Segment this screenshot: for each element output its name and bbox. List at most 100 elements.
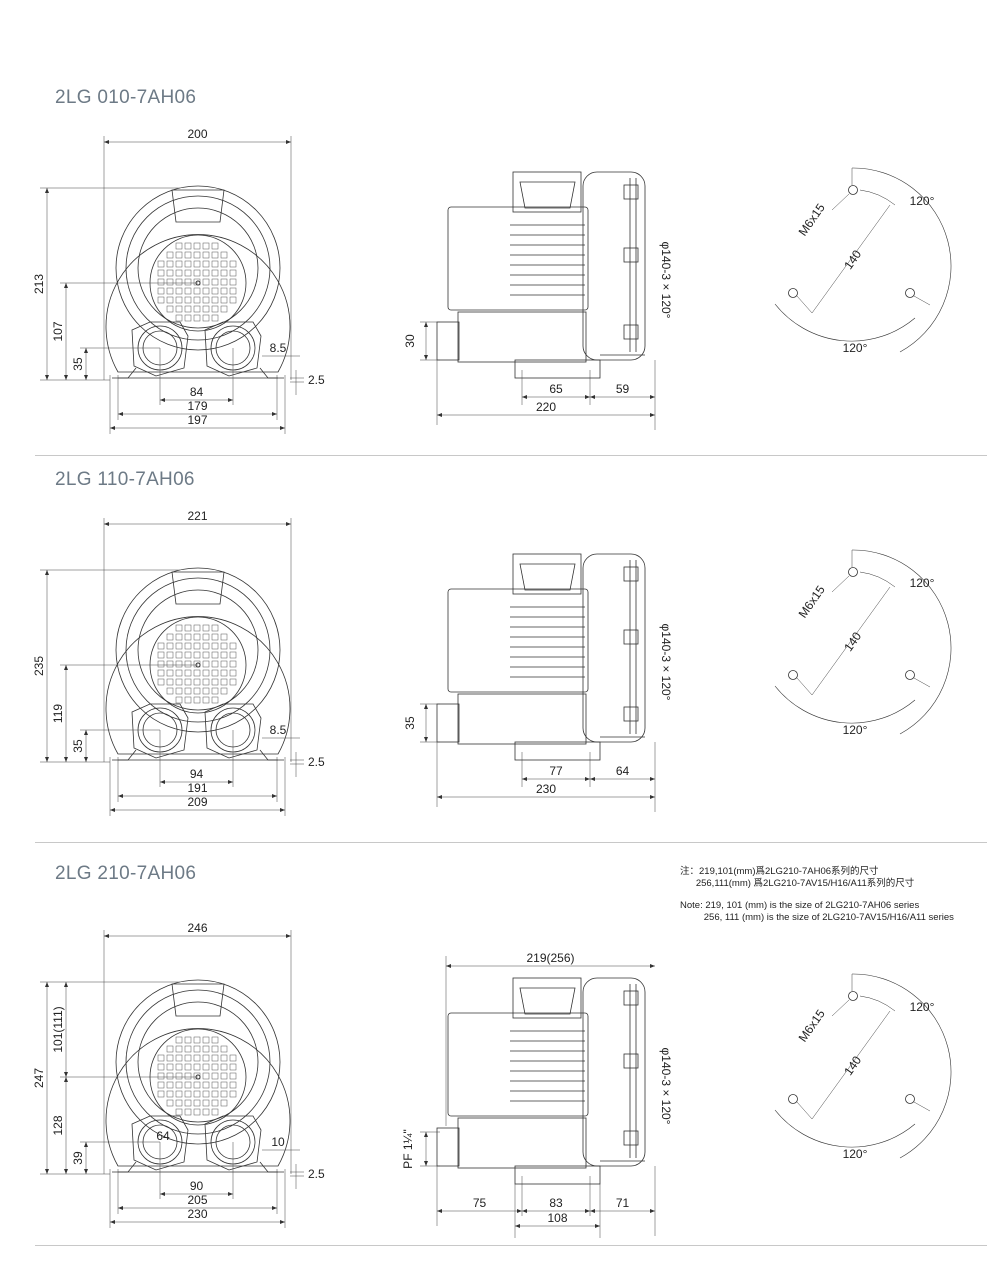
grille-slot bbox=[229, 260, 237, 268]
grille-slot bbox=[220, 287, 228, 295]
dim-a: 65 bbox=[549, 382, 563, 396]
grille-slot bbox=[211, 242, 219, 250]
dimension-arrow bbox=[84, 1169, 88, 1174]
inlet-flange bbox=[131, 321, 189, 377]
dim-mount-inner: 191 bbox=[187, 781, 207, 795]
dimension-arrow bbox=[84, 1142, 88, 1147]
angle-label: 120° bbox=[910, 1000, 935, 1014]
dimension-arrow bbox=[84, 375, 88, 380]
dimension-arrow bbox=[522, 777, 527, 781]
grille-slot bbox=[193, 1108, 201, 1116]
flange-clamp bbox=[623, 629, 639, 645]
grille-slot bbox=[229, 1072, 237, 1080]
dimension-arrow bbox=[585, 395, 590, 399]
grille-slot bbox=[220, 1081, 228, 1089]
grille-slot bbox=[220, 260, 228, 268]
dimension-arrow bbox=[595, 1224, 600, 1228]
dimension-arrow bbox=[104, 522, 109, 526]
grille-slot bbox=[193, 642, 201, 650]
line bbox=[913, 1101, 931, 1112]
grille-slot bbox=[220, 1072, 228, 1080]
dimension-arrow bbox=[590, 1209, 595, 1213]
grille-slot bbox=[211, 269, 219, 277]
grille-slot bbox=[202, 1108, 210, 1116]
grille-slot bbox=[211, 696, 219, 704]
dim-b: 64 bbox=[616, 764, 630, 778]
grille-slot bbox=[202, 1099, 210, 1107]
bolt-spec: M6x15 bbox=[796, 201, 828, 239]
dimension-arrow bbox=[64, 1169, 68, 1174]
dimension-arrow bbox=[515, 1224, 520, 1228]
dimension-arrow bbox=[84, 348, 88, 353]
inlet-pipe bbox=[436, 321, 460, 361]
grille-slot bbox=[211, 1036, 219, 1044]
dim-thickness: 2.5 bbox=[308, 1167, 325, 1181]
angle-arc bbox=[774, 685, 916, 724]
dim-slot: 8.5 bbox=[270, 723, 287, 737]
terminal-cover bbox=[519, 563, 576, 591]
grille-slot bbox=[175, 242, 183, 250]
dim-center: 119 bbox=[51, 704, 65, 723]
grille-slot bbox=[229, 269, 237, 277]
grille-slot bbox=[175, 642, 183, 650]
divider bbox=[35, 455, 987, 456]
grille-slot bbox=[193, 624, 201, 632]
grille-slot bbox=[202, 314, 210, 322]
dimension-arrow bbox=[64, 1077, 68, 1082]
grille-slot bbox=[166, 687, 174, 695]
terminal-box bbox=[512, 171, 582, 213]
dimension-arrow bbox=[424, 1161, 428, 1166]
line bbox=[811, 1010, 891, 1120]
grille-slot bbox=[220, 1090, 228, 1098]
dim-center: 128 bbox=[51, 1115, 65, 1135]
grille-slot bbox=[211, 1045, 219, 1053]
dim-mount-inner: 179 bbox=[187, 399, 207, 413]
dimension-arrow bbox=[424, 355, 428, 360]
pcd-value: 140 bbox=[841, 247, 864, 272]
dimension-arrow bbox=[118, 1206, 123, 1210]
grille-slot bbox=[220, 251, 228, 259]
housing-ring bbox=[115, 567, 281, 733]
bolt-spec: M6x15 bbox=[796, 1007, 828, 1045]
bolt-hole bbox=[848, 567, 858, 577]
dim-a: 77 bbox=[549, 764, 563, 778]
grille-slot bbox=[184, 305, 192, 313]
dim-mount-inner: 205 bbox=[187, 1193, 207, 1207]
grille-slot bbox=[157, 669, 165, 677]
line bbox=[831, 193, 850, 211]
grille-slot bbox=[202, 633, 210, 641]
outlet-housing bbox=[457, 1117, 587, 1169]
grille-slot bbox=[175, 1054, 183, 1062]
grille-slot bbox=[157, 651, 165, 659]
dim-total-length: 230 bbox=[536, 782, 556, 796]
grille-slot bbox=[220, 278, 228, 286]
note-en-1: Note: 219, 101 (mm) is the size of 2LG21… bbox=[680, 900, 920, 911]
fan-housing bbox=[582, 553, 646, 743]
dimension-arrow bbox=[118, 412, 123, 416]
grille-slot bbox=[202, 242, 210, 250]
line bbox=[796, 677, 813, 696]
grille-slot bbox=[202, 287, 210, 295]
bolt-spec: M6x15 bbox=[796, 583, 828, 621]
grille-slot bbox=[193, 269, 201, 277]
grille-slot bbox=[229, 1054, 237, 1062]
grille-slot bbox=[211, 678, 219, 686]
line bbox=[811, 586, 891, 696]
grille-slot bbox=[202, 1090, 210, 1098]
dimension-arrow bbox=[424, 1132, 428, 1137]
dimension-arrow bbox=[585, 777, 590, 781]
grille-slot bbox=[220, 687, 228, 695]
note-zh-1: 注：219,101(mm)爲2LG210-7AH06系列的尺寸 bbox=[680, 866, 879, 877]
grille-slot bbox=[220, 660, 228, 668]
inlet-flange bbox=[204, 1115, 262, 1171]
dimension-arrow bbox=[228, 780, 233, 784]
dimension-arrow bbox=[272, 1206, 277, 1210]
grille-slot bbox=[220, 296, 228, 304]
dimension-arrow bbox=[650, 395, 655, 399]
dim-base: 108 bbox=[547, 1211, 567, 1225]
grille-slot bbox=[166, 296, 174, 304]
dim-width: 200 bbox=[187, 127, 207, 141]
dim-inlet-height: 35 bbox=[71, 357, 85, 371]
dim-thickness: 2.5 bbox=[308, 755, 325, 769]
